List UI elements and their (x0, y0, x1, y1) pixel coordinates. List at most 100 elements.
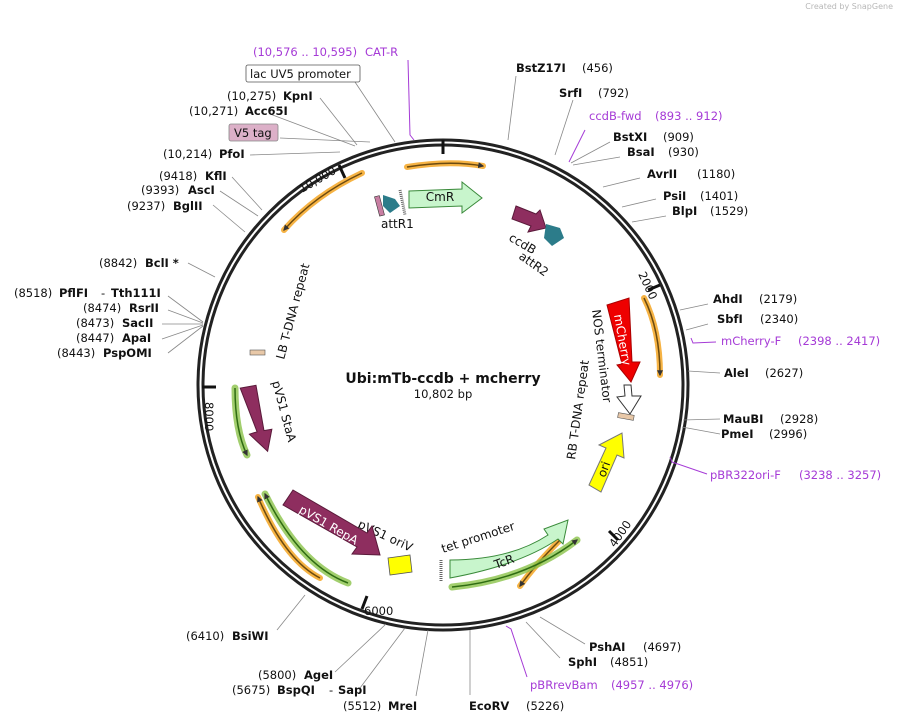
tcr-feature[interactable]: TcR (449, 519, 569, 579)
svg-text:-: - (329, 683, 333, 697)
svg-text:(5800): (5800) (258, 668, 296, 682)
svg-text:lac UV5 promoter: lac UV5 promoter (250, 67, 351, 81)
svg-text:mCherry-F: mCherry-F (721, 334, 781, 348)
lac-uv5-promoter-box[interactable]: lac UV5 promoter (245, 64, 361, 83)
primer-pbr322ori-f[interactable]: pBR322ori-F (3238 .. 3257) (669, 456, 881, 482)
svg-text:BstZ17I: BstZ17I (516, 61, 566, 75)
svg-text:(792): (792) (598, 86, 629, 100)
enzyme-avrii[interactable]: AvrII (1180) (647, 167, 735, 181)
enzyme-bsai[interactable]: BsaI (930) (627, 145, 699, 159)
svg-text:Acc65I: Acc65I (245, 104, 288, 118)
svg-text:(2398 .. 2417): (2398 .. 2417) (798, 334, 880, 348)
enzyme-bstz17i[interactable]: BstZ17I (456) (516, 61, 613, 75)
enzyme-acc65i[interactable]: (10,271) Acc65I (189, 104, 288, 118)
svg-text:AvrII: AvrII (647, 167, 677, 181)
svg-text:CAT-R: CAT-R (365, 45, 398, 59)
primer-cat-r[interactable]: (10,576 .. 10,595) CAT-R (253, 45, 415, 141)
svg-text:BclI *: BclI * (145, 256, 179, 270)
enzyme-asci[interactable]: (9393) AscI (141, 183, 215, 197)
svg-text:(8443): (8443) (57, 346, 95, 360)
enzyme-bsiwi[interactable]: (6410) BsiWI (186, 629, 269, 643)
cmr-feature[interactable]: CmR (408, 180, 483, 214)
svg-text:SrfI: SrfI (559, 86, 582, 100)
svg-text:(1401): (1401) (700, 189, 738, 203)
v5-tag-box[interactable]: V5 tag (228, 123, 279, 142)
ori-feature[interactable]: ori (588, 432, 625, 493)
svg-text:BglII: BglII (173, 199, 203, 213)
enzyme-kfli[interactable]: (9418) KflI (159, 169, 227, 183)
svg-text:PspOMI: PspOMI (103, 346, 152, 360)
nos-label: NOS terminator (589, 309, 614, 404)
staa-feature[interactable]: pVS1 StaA (239, 379, 299, 454)
svg-text:(3238 .. 3257): (3238 .. 3257) (799, 468, 881, 482)
enzyme-bstxi[interactable]: BstXI (909) (613, 130, 694, 144)
enzyme-blpi[interactable]: BlpI (1529) (672, 204, 748, 218)
enzyme-ecorv[interactable]: EcoRV (5226) (469, 699, 564, 713)
svg-text:(10,271): (10,271) (189, 104, 238, 118)
enzyme-sapi: SapI (338, 683, 367, 697)
svg-text:EcoRV: EcoRV (469, 699, 509, 713)
staa-label: pVS1 StaA (269, 379, 299, 444)
attr1-feature[interactable]: attR1 (374, 189, 414, 231)
enzyme-pspomi[interactable]: (8443) PspOMI (57, 346, 152, 360)
svg-text:PshAI: PshAI (589, 640, 625, 654)
tick-2000 (647, 283, 661, 292)
tick-4000 (607, 529, 620, 542)
svg-text:(10,576 .. 10,595): (10,576 .. 10,595) (253, 45, 357, 59)
svg-text:(8447): (8447) (76, 331, 114, 345)
attr2-feature[interactable]: attR2 (516, 224, 564, 279)
enzyme-rsrii[interactable]: (8474) RsrII (83, 301, 159, 315)
enzyme-psii[interactable]: PsiI (1401) (663, 189, 738, 203)
svg-text:MreI: MreI (388, 699, 417, 713)
svg-text:pBRrevBam: pBRrevBam (530, 678, 598, 692)
svg-text:(10,214): (10,214) (163, 147, 212, 161)
svg-text:(456): (456) (582, 61, 613, 75)
primer-ccdb-fwd[interactable]: ccdB-fwd (893 .. 912) (568, 109, 723, 163)
svg-text:MauBI: MauBI (723, 412, 763, 426)
svg-text:(2627): (2627) (765, 366, 803, 380)
enzyme-bglii[interactable]: (9237) BglII (127, 199, 203, 213)
enzyme-pfoi[interactable]: (10,214) PfoI (163, 147, 245, 161)
svg-text:V5 tag: V5 tag (234, 126, 272, 140)
svg-text:(5512): (5512) (343, 699, 381, 713)
svg-text:SacII: SacII (122, 316, 153, 330)
svg-text:BspQI: BspQI (277, 683, 315, 697)
primer-mcherry-f[interactable]: mCherry-F (2398 .. 2417) (690, 334, 880, 348)
enzyme-mrei[interactable]: (5512) MreI (343, 699, 417, 713)
svg-text:(8473): (8473) (76, 316, 114, 330)
svg-text:AgeI: AgeI (304, 668, 333, 682)
marker-arrow-lines (234, 387, 578, 588)
enzyme-bspqi[interactable]: (5675) BspQI - SapI (232, 683, 367, 697)
enzyme-sbfi[interactable]: SbfI (2340) (717, 312, 798, 326)
enzyme-sphi[interactable]: SphI (4851) (568, 655, 648, 669)
svg-text:(9418): (9418) (159, 169, 197, 183)
svg-text:AhdI: AhdI (713, 292, 743, 306)
mcherry-feature[interactable]: mCherry (606, 297, 641, 383)
enzyme-maubi[interactable]: MauBI (2928) (723, 412, 818, 426)
enzyme-srfi[interactable]: SrfI (792) (559, 86, 629, 100)
svg-text:RsrII: RsrII (129, 301, 159, 315)
enzyme-pmei[interactable]: PmeI (2996) (721, 427, 807, 441)
svg-text:(893 .. 912): (893 .. 912) (655, 109, 723, 123)
enzyme-agei[interactable]: (5800) AgeI (258, 668, 333, 682)
svg-text:(1180): (1180) (697, 167, 735, 181)
tick-6000 (360, 595, 369, 610)
enzyme-alei[interactable]: AleI (2627) (724, 366, 803, 380)
primer-pbrrevbam[interactable]: pBRrevBam (4957 .. 4976) (505, 625, 693, 692)
lb-feature[interactable]: LB T-DNA repeat (249, 262, 313, 361)
orf-arrow-heads (257, 162, 663, 587)
enzyme-apai[interactable]: (8447) ApaI (76, 331, 151, 345)
snapgene-credit: Created by SnapGene (805, 2, 893, 11)
svg-text:PfoI: PfoI (219, 147, 245, 161)
svg-text:(6410): (6410) (186, 629, 224, 643)
svg-text:(2996): (2996) (769, 427, 807, 441)
enzyme-kpni[interactable]: (10,275) KpnI (227, 89, 313, 103)
enzyme-ahdi[interactable]: AhdI (2179) (713, 292, 797, 306)
enzyme-sacii[interactable]: (8473) SacII (76, 316, 153, 330)
enzyme-bcli[interactable]: (8842) BclI * (99, 256, 179, 270)
svg-text:pBR322ori-F: pBR322ori-F (710, 468, 781, 482)
enzyme-pflfi[interactable]: (8518) PflFI - Tth111I (14, 286, 161, 300)
svg-text:(9237): (9237) (127, 199, 165, 213)
enzyme-pshai[interactable]: PshAI (4697) (589, 640, 681, 654)
